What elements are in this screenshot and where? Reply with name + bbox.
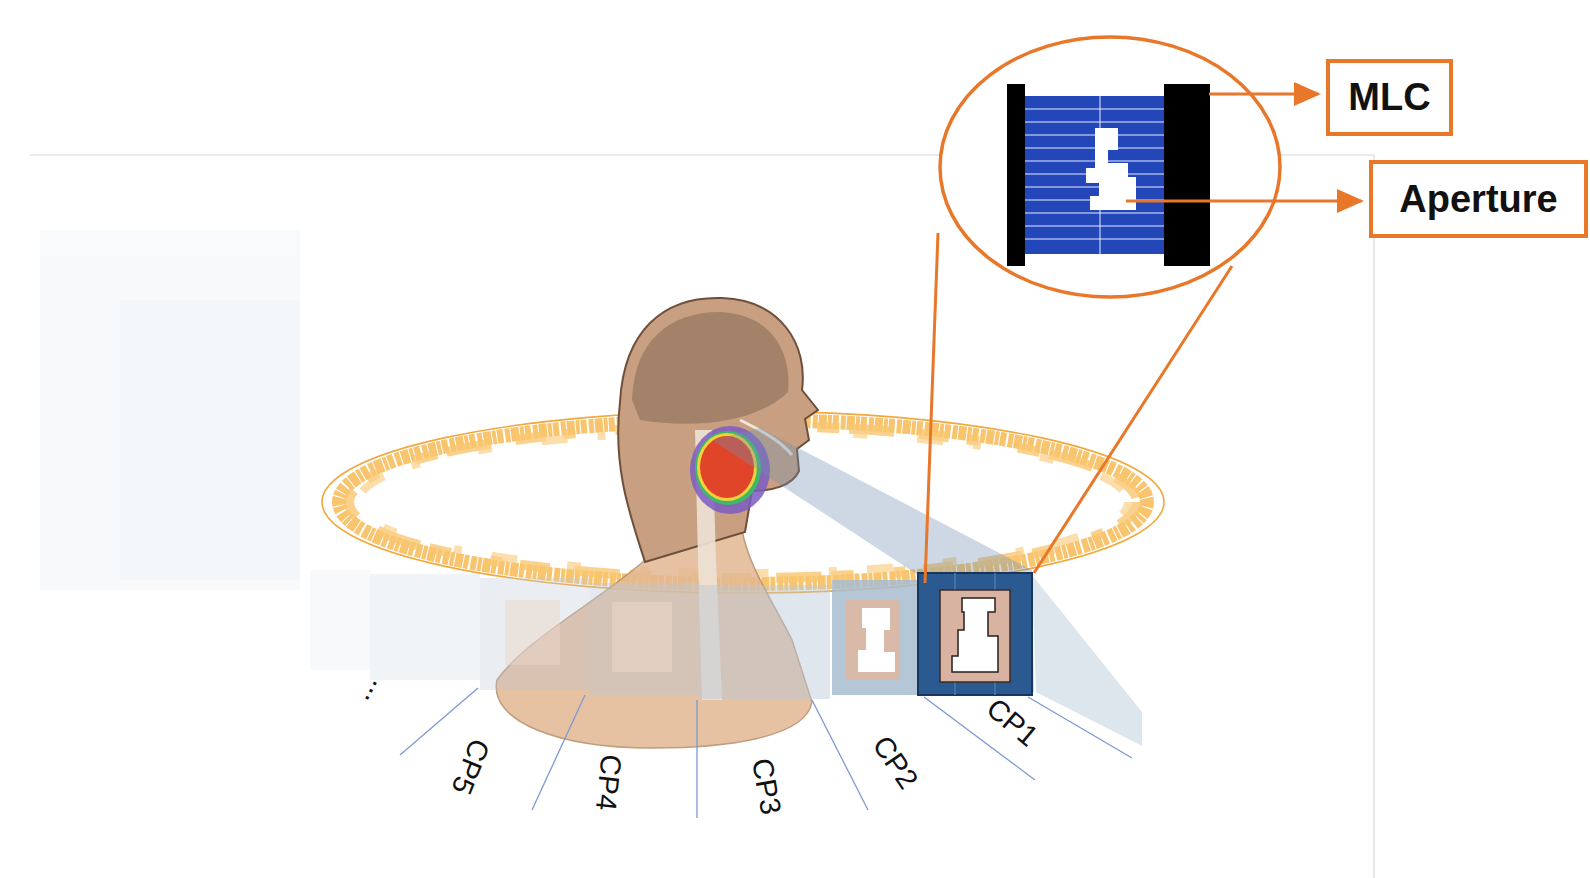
mlc-drawing [1007,84,1210,266]
ghost-frame [40,230,300,590]
callout-box: Aperture [1369,160,1588,238]
head [618,298,818,562]
inset-circle [940,37,1280,297]
ghost-frames [40,230,300,590]
cp-aperture [940,590,1010,682]
cp-leader [812,700,868,810]
cp-frame [370,574,480,680]
callout-box: MLC [1326,59,1453,136]
mlc-inset [940,37,1280,297]
cp-frame [700,585,830,699]
callout-text: Aperture [1399,178,1557,221]
cp-aperture [845,600,900,680]
leaf-edge [1025,187,1164,188]
frame-line [1373,155,1374,878]
leaf-edges [1025,96,1164,254]
leaf-edge [1025,213,1164,214]
cp-frame [480,578,590,690]
control-point-frames [310,570,1032,699]
callout-arrow [1126,200,1361,203]
leaf-edge [1025,109,1164,110]
brain [632,312,788,424]
jaw [1164,84,1210,266]
control-point-label: ... [358,676,398,713]
cp-leader-lines [400,688,1132,818]
control-point-label: CP3 [745,755,787,816]
callout-arrow [1209,93,1318,96]
cp-aperture-open [952,598,998,672]
control-point-label: CP4 [589,752,628,812]
cp-leader [696,700,697,818]
leaf-edge [1025,135,1164,136]
callout-text: MLC [1348,76,1430,119]
aperture-shape [1086,128,1136,210]
inset-background [940,37,1280,297]
leaf-edge [1025,239,1164,240]
cp1-frame [918,573,1032,695]
leaf-edge [1025,148,1164,149]
control-point-label: CP5 [444,734,496,799]
cp-aperture-open [858,608,895,672]
beam-prism [1032,575,1142,746]
cp-frame [590,583,700,695]
cp-aperture [612,602,672,672]
control-point-label: CP2 [866,729,925,794]
cp-frame [832,580,918,695]
leaf-edge [1025,161,1164,162]
zoom-line [925,233,938,583]
ghost-frame [120,300,300,580]
cp-aperture [505,600,560,665]
leaf-edge [1025,226,1164,227]
cp-frame [310,570,370,670]
cp-leader [532,695,585,810]
leaf-bank [1025,96,1164,254]
zoom-line [1034,266,1232,573]
jaw [1007,84,1025,266]
leaf-edge [1025,122,1164,123]
